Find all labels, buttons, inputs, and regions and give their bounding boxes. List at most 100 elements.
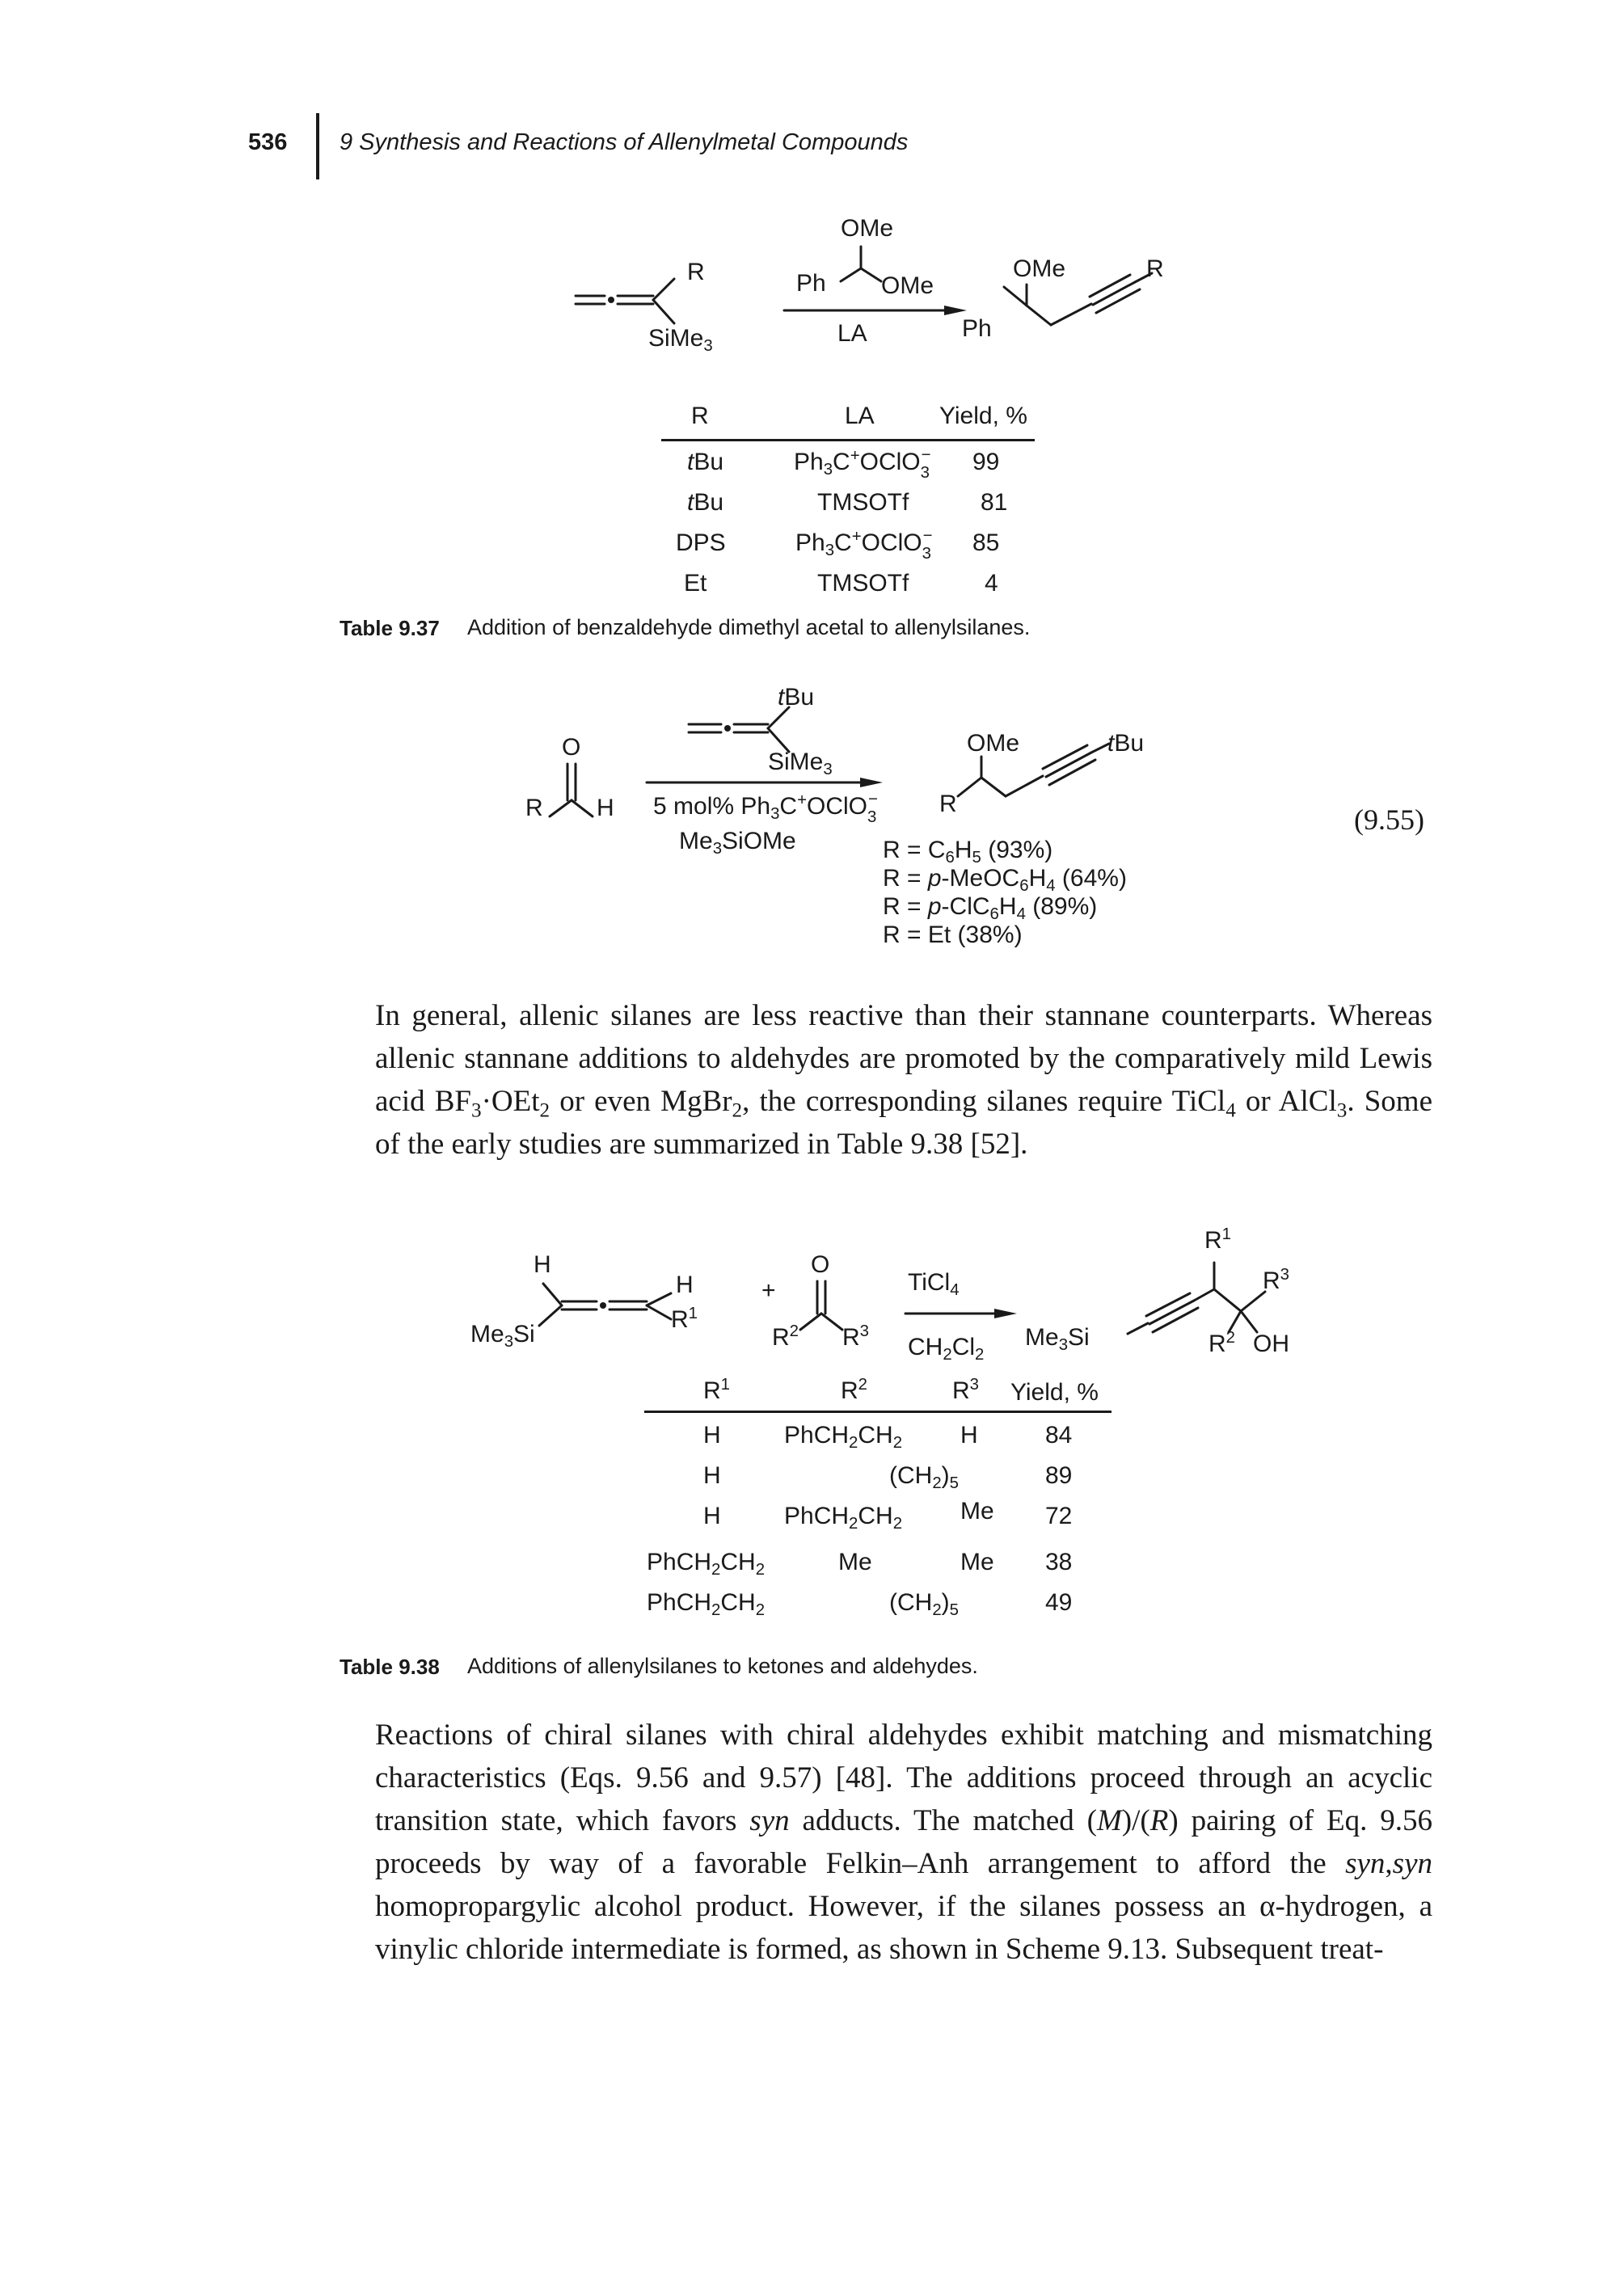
table38-cell-r1: H	[703, 1462, 721, 1489]
solvent-ch2cl2: CH2Cl2	[908, 1334, 985, 1364]
table37-cell-la: Ph3C+OClO−3	[794, 445, 931, 483]
table38-cell-yield: 89	[1045, 1462, 1073, 1489]
carbonyl-r3-label: R3	[842, 1322, 870, 1351]
table37-cell-la: TMSOTf	[817, 489, 909, 516]
allene-r1-label: R1	[671, 1304, 698, 1333]
result-line: R = p-ClC6H4 (89%)	[883, 893, 1098, 924]
table37-cell-yield: 99	[972, 449, 1000, 475]
product-r2-label: R2	[1209, 1328, 1236, 1357]
table37-cell-r: tBu	[687, 449, 724, 475]
acetal-ome-top: OMe	[841, 215, 894, 242]
table38-cell-r1: PhCH2CH2	[647, 1549, 766, 1579]
table38-cell-r2: PhCH2CH2	[784, 1503, 903, 1533]
page-number: 536	[248, 129, 288, 155]
acetal-ome: OMe	[881, 272, 934, 299]
reaction-arrow-1	[782, 306, 967, 315]
aldehyde-r-label: R	[525, 795, 543, 821]
table38-cell-merged: (CH2)5	[889, 1462, 960, 1493]
aldehyde-o-label: O	[562, 734, 581, 761]
allene-structure-1	[574, 277, 676, 325]
allene-me3si-label: Me3Si	[470, 1321, 535, 1352]
table38-cell-yield: 38	[1045, 1549, 1073, 1575]
table38-cell-yield: 72	[1045, 1503, 1073, 1529]
running-title: 9 Synthesis and Reactions of Allenylmeta…	[340, 129, 909, 155]
table38-cell-r1: PhCH2CH2	[647, 1589, 766, 1620]
body-paragraph-1: In general, allenic silanes are less rea…	[375, 999, 1432, 1161]
table38-cell-r3: Me	[960, 1498, 994, 1525]
aldehyde-structure	[548, 762, 594, 818]
allene-sime3-label: SiMe3	[648, 325, 713, 355]
table37-cell-la: Ph3C+OClO−3	[795, 526, 933, 563]
table37-cell-r: Et	[684, 570, 707, 597]
table37-cell-la: TMSOTf	[817, 570, 909, 597]
table38-cell-r2: Me	[838, 1549, 872, 1575]
table37-header-la: LA	[845, 403, 875, 429]
allene-h-top-label: H	[534, 1251, 551, 1278]
acetal-structure	[839, 245, 883, 283]
table38-header-rule	[644, 1411, 1111, 1413]
table37-cell-r: tBu	[687, 489, 724, 516]
table37-cell-yield: 85	[972, 529, 1000, 556]
table38-header-r1: R1	[703, 1375, 731, 1404]
result-line: R = C6H5 (93%)	[883, 837, 1053, 867]
allene-structure-2	[687, 706, 791, 753]
table38-cell-merged: (CH2)5	[889, 1589, 960, 1620]
sime-text: SiMe	[768, 749, 824, 775]
homopropargyl-alcohol-structure	[1126, 1261, 1267, 1335]
carbonyl-r2-label: R2	[772, 1322, 799, 1351]
product-ph-label: Ph	[962, 315, 992, 342]
sime-text: SiMe	[648, 325, 704, 352]
table37-header-r: R	[691, 403, 709, 429]
sime-subscript: 3	[703, 337, 713, 356]
sime-subscript: 3	[823, 761, 833, 779]
table38-cell-r2: PhCH2CH2	[784, 1422, 903, 1453]
table38-cell-r3: H	[960, 1422, 978, 1449]
product-me3si-label: Me3Si	[1025, 1324, 1090, 1355]
product-r-label: R	[1146, 255, 1164, 282]
aldehyde-h-label: H	[597, 795, 614, 821]
allene-structure-3	[538, 1282, 673, 1327]
product-r1-label: R1	[1204, 1225, 1232, 1254]
table37-header-rule	[661, 439, 1035, 441]
table37-header-yield: Yield, %	[939, 403, 1027, 429]
table38-cell-r1: H	[703, 1503, 721, 1529]
reaction-arrow-3	[904, 1309, 1017, 1318]
additive-label: Me3SiOMe	[679, 828, 796, 858]
acetal-ph: Ph	[796, 270, 826, 297]
allene-tbu-label: tBu	[778, 684, 815, 711]
product-tbu-label: tBu	[1107, 730, 1145, 757]
product-r-label: R	[939, 791, 957, 817]
plus-sign: +	[761, 1277, 776, 1304]
header-rule	[316, 113, 319, 179]
table38-caption-label: Table 9.38	[340, 1655, 440, 1679]
body-paragraph-2: Reactions of chiral silanes with chiral …	[375, 1719, 1433, 1966]
allene-h-right-label: H	[676, 1272, 694, 1298]
product-ome-label: OMe	[967, 730, 1020, 757]
table37-cell-yield: 4	[985, 570, 998, 597]
allene-sime3-label: SiMe3	[768, 749, 833, 778]
table38-header-yield: Yield, %	[1010, 1379, 1099, 1406]
table38-cell-yield: 49	[1045, 1589, 1073, 1616]
reaction-arrow-2	[645, 778, 883, 787]
equation-number: (9.55)	[1354, 803, 1424, 836]
table38-caption-text: Additions of allenylsilanes to ketones a…	[467, 1654, 978, 1678]
reagent-ticl4: TiCl4	[908, 1269, 960, 1300]
homopropargyl-ether-structure	[1002, 272, 1154, 327]
product-ome-label: OMe	[1013, 255, 1066, 282]
homopropargyl-ether-product-structure	[956, 742, 1111, 798]
table37-cell-r: DPS	[676, 529, 726, 556]
result-line: R = Et (38%)	[883, 921, 1023, 948]
catalyst-label: 5 mol% Ph3C+OClO−3	[653, 790, 878, 827]
allene-r-label: R	[687, 259, 705, 285]
result-line: R = p-MeOC6H4 (64%)	[883, 865, 1127, 896]
product-r3-label: R3	[1263, 1265, 1290, 1294]
carbonyl-structure	[799, 1280, 844, 1331]
table38-cell-yield: 84	[1045, 1422, 1073, 1449]
table37-caption-text: Addition of benzaldehyde dimethyl acetal…	[467, 615, 1031, 639]
table37-cell-yield: 81	[981, 489, 1008, 516]
product-oh-label: OH	[1253, 1331, 1289, 1357]
table38-header-r3: R3	[952, 1375, 980, 1404]
table38-header-r2: R2	[841, 1375, 868, 1404]
table38-cell-r3: Me	[960, 1549, 994, 1575]
